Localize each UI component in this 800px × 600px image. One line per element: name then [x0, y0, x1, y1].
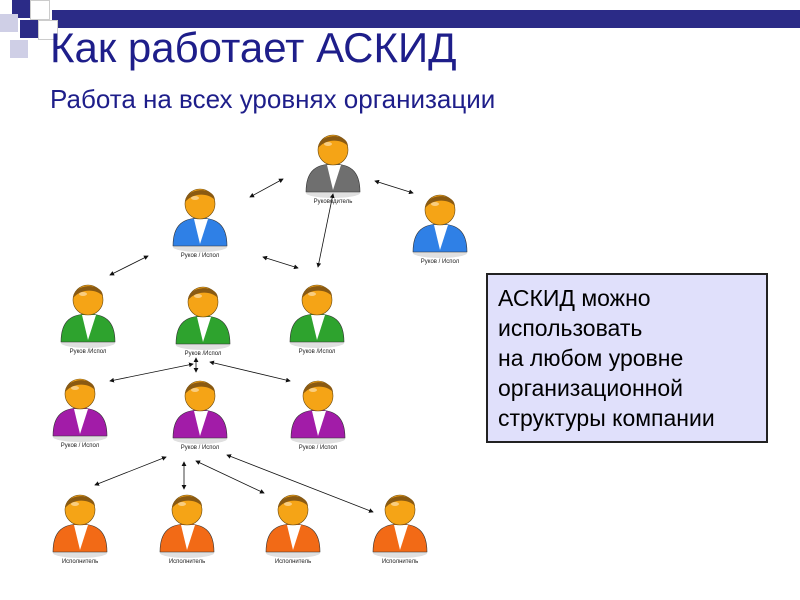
person-e1: Исполнитель — [52, 494, 108, 565]
arrow-3 — [316, 193, 335, 268]
person-icon — [412, 194, 468, 258]
people-nodes: Руководитель Руков / Испол Руков / Испол… — [52, 134, 468, 565]
person-l1a: Руков / Испол — [172, 188, 228, 259]
person-icon — [175, 286, 231, 350]
person-l3c: Руков / Испол — [290, 380, 346, 451]
person-label: Исполнитель — [382, 559, 418, 565]
person-label: Руков / Испол — [421, 259, 460, 265]
person-label: Исполнитель — [62, 559, 98, 565]
person-icon — [52, 494, 108, 558]
person-l2c: Руков /Испол — [289, 284, 345, 355]
person-icon — [372, 494, 428, 558]
person-l1b: Руков / Испол — [412, 194, 468, 265]
info-line-2: использовать — [498, 315, 643, 341]
person-icon — [290, 380, 346, 444]
slide-title: Как работает АСКИД — [50, 24, 457, 71]
arrow-6 — [109, 362, 194, 383]
person-icon — [60, 284, 116, 348]
arrow-12 — [226, 454, 374, 513]
slide-subtitle: Работа на всех уровнях организации — [50, 84, 496, 114]
person-e4: Исполнитель — [372, 494, 428, 565]
person-icon — [159, 494, 215, 558]
person-l2b: Руков /Испол — [175, 286, 231, 357]
person-label: Руков /Испол — [70, 349, 107, 355]
person-label: Руководитель — [314, 199, 353, 205]
person-l2a: Руков /Испол — [60, 284, 116, 355]
person-label: Руков / Испол — [181, 445, 220, 451]
person-label: Руков / Испол — [299, 445, 338, 451]
person-label: Руков / Испол — [181, 253, 220, 259]
person-label: Руков /Испол — [299, 349, 336, 355]
corner-decoration — [0, 0, 80, 70]
info-box: АСКИД можно использовать на любом уровне… — [486, 273, 768, 443]
person-label: Руков / Испол — [61, 443, 100, 449]
person-icon — [52, 378, 108, 442]
arrow-2 — [374, 179, 414, 195]
person-label: Исполнитель — [169, 559, 205, 565]
arrow-1 — [249, 178, 284, 198]
person-label: Руков /Испол — [185, 351, 222, 357]
info-line-5: структуры компании — [498, 405, 715, 431]
person-icon — [172, 380, 228, 444]
header-bar — [52, 10, 800, 28]
person-icon — [289, 284, 345, 348]
connection-arrows — [94, 178, 414, 513]
person-icon — [305, 134, 361, 198]
person-l3b: Руков / Испол — [172, 380, 228, 451]
person-manager: Руководитель — [305, 134, 361, 205]
arrow-4 — [109, 255, 149, 276]
arrow-8 — [209, 360, 291, 383]
person-e2: Исполнитель — [159, 494, 215, 565]
person-label: Исполнитель — [275, 559, 311, 565]
person-icon — [265, 494, 321, 558]
arrow-9 — [94, 456, 167, 486]
person-icon — [172, 188, 228, 252]
arrow-5 — [262, 255, 299, 270]
info-line-1: АСКИД можно — [498, 285, 651, 311]
info-line-4: организационной — [498, 375, 683, 401]
info-line-3: на любом уровне — [498, 345, 684, 371]
person-l3a: Руков / Испол — [52, 378, 108, 449]
person-e3: Исполнитель — [265, 494, 321, 565]
